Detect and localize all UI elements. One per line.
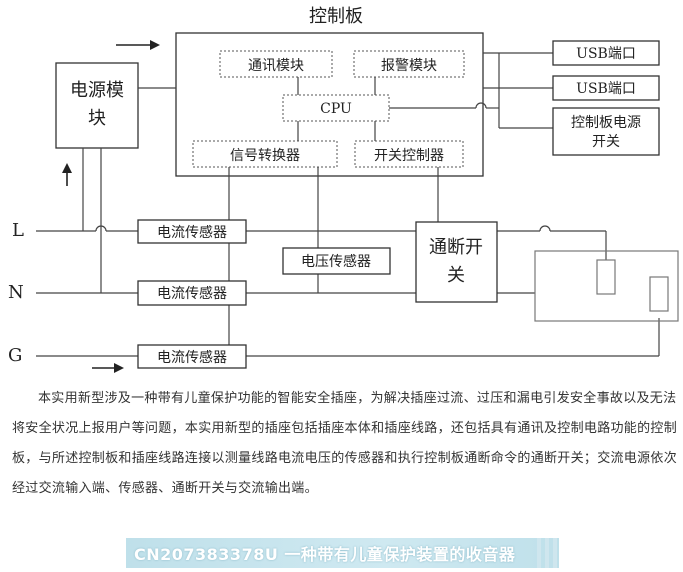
on-off-switch-box: [415, 221, 498, 303]
power-module-label-1: 电源模: [70, 80, 124, 101]
line-g-label: G: [8, 345, 22, 366]
line-l-label: L: [12, 220, 24, 241]
usb-port-1-label: USB端口: [576, 46, 636, 62]
on-off-switch-label-1: 通断开: [429, 237, 483, 258]
patent-banner: CN207383378U 一种带有儿童保护装置的收音器: [126, 538, 559, 568]
internal-wires: [297, 52, 553, 141]
power-module-box: [55, 62, 139, 149]
current-sensor-l-box: [137, 219, 247, 244]
cpu-box: [282, 94, 390, 122]
power-module-label-2: 块: [88, 108, 106, 129]
banner-stripe: [553, 538, 557, 568]
banner-stripe: [545, 538, 549, 568]
cpu-label: CPU: [320, 101, 352, 117]
on-off-switch-label-2: 关: [447, 265, 465, 286]
input-arrow-top: [116, 40, 160, 50]
alarm-module-label: 报警模块: [381, 58, 437, 74]
signal-converter-label: 信号转换器: [230, 147, 300, 164]
board-power-switch-label-1: 控制板电源: [571, 115, 641, 131]
comm-module-label: 通讯模块: [248, 58, 304, 74]
control-board-title: 控制板: [309, 6, 363, 27]
board-power-switch-label-2: 开关: [592, 134, 620, 150]
comm-module-box: [219, 50, 333, 78]
current-sensor-l-label: 电流传感器: [157, 224, 227, 241]
power-lines: [36, 148, 660, 357]
signal-converter-box: [192, 140, 338, 168]
voltage-sensor-label: 电压传感器: [301, 253, 371, 270]
description-paragraph: 本实用新型涉及一种带有儿童保护功能的智能安全插座，为解决插座过流、过压和漏电引发…: [12, 391, 678, 496]
usb-port-2-box: [552, 75, 660, 101]
line-n-label: N: [8, 282, 24, 303]
control-board-box: [175, 32, 484, 177]
current-sensor-g-box: [137, 344, 247, 369]
input-arrow-bottom: [92, 363, 124, 373]
switch-controller-label: 开关控制器: [374, 148, 444, 164]
up-arrow-left: [62, 163, 72, 186]
voltage-sensor-box: [282, 247, 391, 275]
current-sensor-n-label: 电流传感器: [157, 285, 227, 302]
board-power-switch-box: [552, 107, 660, 156]
switch-controller-box: [354, 140, 464, 168]
current-sensor-g-label: 电流传感器: [157, 349, 227, 366]
socket-outlet: [534, 250, 679, 322]
banner-stripe: [537, 538, 541, 568]
description-text: 本实用新型涉及一种带有儿童保护功能的智能安全插座，为解决插座过流、过压和漏电引发…: [12, 384, 680, 504]
current-sensor-n-box: [137, 280, 247, 306]
sensor-wires: [228, 167, 439, 345]
patent-banner-text: CN207383378U 一种带有儿童保护装置的收音器: [134, 545, 516, 564]
usb-port-1-box: [552, 40, 660, 66]
circuit-diagram: 控制板 通讯模块 报警模块 CPU 信号转换器 开关控制器 USB端口 USB端…: [8, 6, 679, 373]
usb-port-2-label: USB端口: [576, 81, 636, 97]
